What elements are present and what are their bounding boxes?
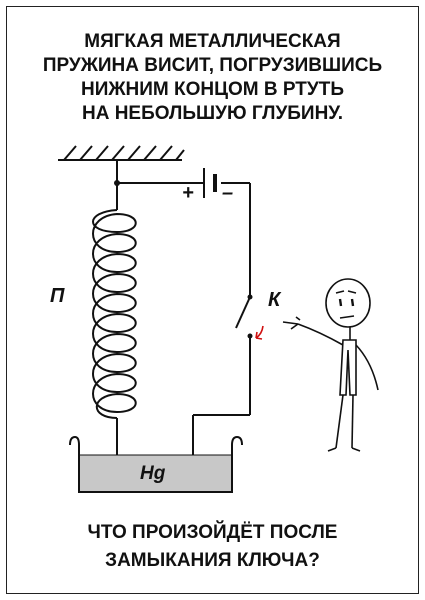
mercury-fill (79, 455, 232, 492)
battery-plus-label: + (182, 182, 194, 204)
wire-junction-dot (114, 180, 120, 186)
poster-frame (6, 6, 419, 594)
spring-coil (92, 209, 137, 419)
problem-line-1: МЯГКАЯ МЕТАЛЛИЧЕСКАЯ (84, 31, 341, 52)
switch-key (192, 296, 251, 472)
question-line-1: ЧТО ПРОИЗОЙДЁТ ПОСЛЕ (87, 522, 338, 543)
mercury-vessel (69, 435, 243, 493)
battery-minus-label: – (222, 182, 233, 204)
supply-wire (116, 160, 251, 297)
spring-label: П (50, 285, 65, 307)
ceiling-support (58, 145, 185, 161)
question: ЧТО ПРОИЗОЙДЁТ ПОСЛЕ ЗАМЫКАНИЯ КЛЮЧА? (0, 519, 425, 575)
key-label: К (268, 289, 282, 311)
switch-contact-top (247, 294, 253, 300)
problem-line-3: НИЖНИМ КОНЦОМ В РТУТЬ (80, 79, 344, 100)
switch-contact-bottom (247, 333, 253, 339)
problem-statement: МЯГКАЯ МЕТАЛЛИЧЕСКАЯ ПРУЖИНА ВИСИТ, ПОГР… (0, 30, 425, 126)
question-line-2: ЗАМЫКАНИЯ КЛЮЧА? (105, 550, 320, 571)
observer-figure (282, 278, 379, 452)
closing-arrow-icon (255, 325, 264, 340)
problem-line-2: ПРУЖИНА ВИСИТ, ПОГРУЗИВШИСЬ (42, 55, 383, 76)
battery (203, 168, 217, 198)
mercury-label: Hg (140, 463, 166, 484)
problem-line-4: НА НЕБОЛЬШУЮ ГЛУБИНУ. (81, 103, 344, 124)
